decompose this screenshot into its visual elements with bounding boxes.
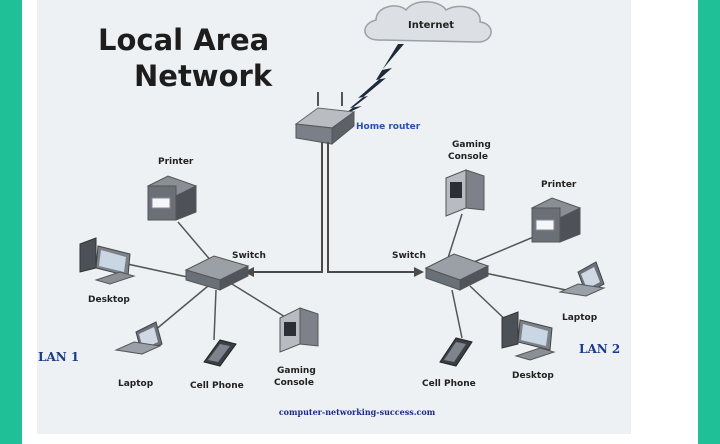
lan1-desktop-label: Desktop [88,295,130,305]
lan1-laptop-label: Laptop [118,379,154,389]
lan2-switch-icon [424,253,490,291]
title-line-2: Network [134,59,273,93]
lan1-label: LAN 1 [38,350,79,364]
title-line-1: Local Area [98,23,269,57]
lan1-printer-label: Printer [158,157,194,167]
lan1-laptop-icon [114,321,163,355]
lan2-desktop-label: Desktop [512,371,554,381]
router-uplinks [246,142,420,273]
lan1-gaming-label-2: Console [274,378,314,388]
lan2-gaming-label-2: Console [448,152,488,162]
lan1-cell-phone-icon [203,339,237,367]
lan2-desktop-icon [501,311,556,361]
lan1-desktop-icon [79,237,136,285]
lan2-cell-phone-label: Cell Phone [422,379,476,389]
lan1-printer-icon [146,175,198,221]
lan2-printer-label: Printer [541,180,577,190]
lan1-gaming-console-icon [279,307,319,353]
footer-url: computer-networking-success.com [279,407,436,417]
router-label: Home router [356,122,421,132]
lan2-switch-label: Switch [392,251,426,261]
right-arrow-icon [414,267,424,277]
lan2-label: LAN 2 [579,342,620,356]
lan1-gaming-label-1: Gaming [277,366,316,376]
wan-link-bolt-icon [342,44,404,116]
lan1-switch-icon [184,255,250,291]
lan2-gaming-label-1: Gaming [452,140,491,150]
home-router-icon [294,92,356,146]
lan2-cell-phone-icon [439,337,473,367]
lan2-laptop-label: Laptop [562,313,598,323]
lan1-cell-phone-label: Cell Phone [190,381,244,391]
lan2-printer-icon [530,197,582,243]
internet-cloud-icon [364,1,492,43]
lan1-switch-label: Switch [232,251,266,261]
lan2-gaming-console-icon [445,169,485,217]
lan2-laptop-icon [558,261,606,297]
left-arrow-icon [244,267,254,277]
internet-label: Internet [408,20,454,31]
